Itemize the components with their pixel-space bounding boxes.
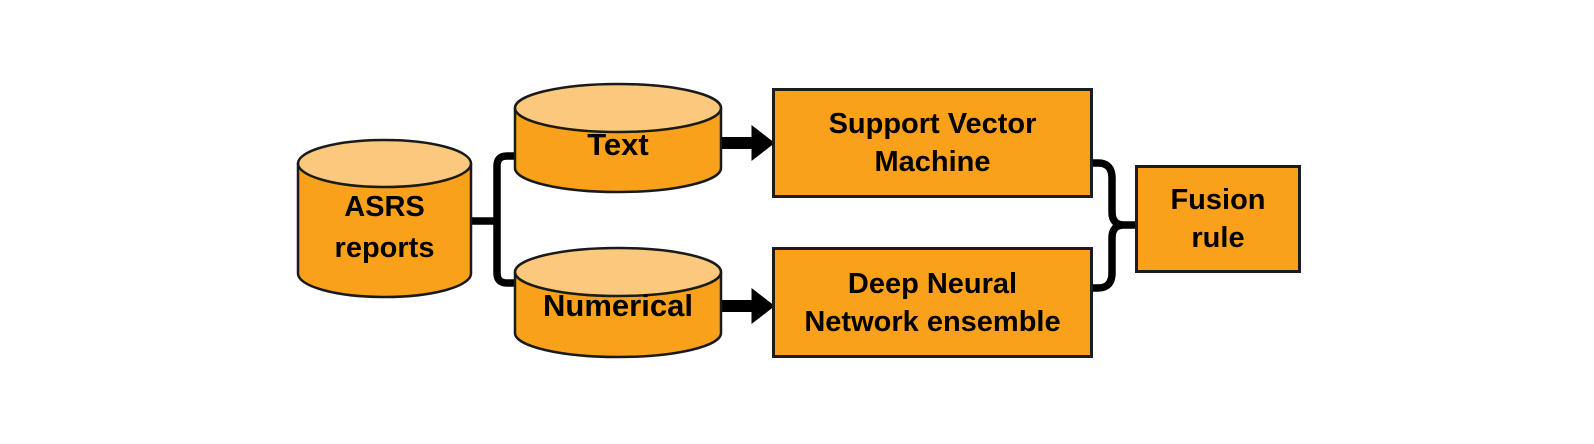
- dnn-box-label: Deep Neural Network ensemble: [804, 267, 1061, 338]
- cylinder-body: [296, 162, 473, 299]
- arrow-head-icon: [751, 124, 775, 162]
- dnn-box: Deep Neural Network ensemble: [772, 247, 1093, 358]
- svm-box-label: Support Vector Machine: [828, 108, 1037, 178]
- asrs-split-connector: [465, 152, 523, 287]
- fusion-rule-box: Fusion rule: [1135, 165, 1301, 273]
- svm-box: Support Vector Machine: [772, 88, 1093, 198]
- asrs-reports-cylinder: [296, 138, 473, 299]
- arrow-head-icon: [751, 287, 775, 325]
- text-label: Text: [587, 127, 649, 162]
- fusion-rule-label: Fusion rule: [1170, 184, 1266, 254]
- merge-to-fusion-brace: [1087, 159, 1142, 292]
- text-to-svm-arrow: [722, 124, 775, 162]
- asrs-reports-label: ASRS reports: [334, 191, 435, 264]
- numerical-to-dnn-arrow: [722, 287, 775, 325]
- numerical-label: Numerical: [543, 288, 693, 323]
- cylinder-top: [513, 82, 723, 134]
- numerical-cylinder: [513, 246, 723, 359]
- cylinder-top: [296, 138, 473, 189]
- text-cylinder: [513, 82, 723, 194]
- cylinder-top: [513, 246, 723, 298]
